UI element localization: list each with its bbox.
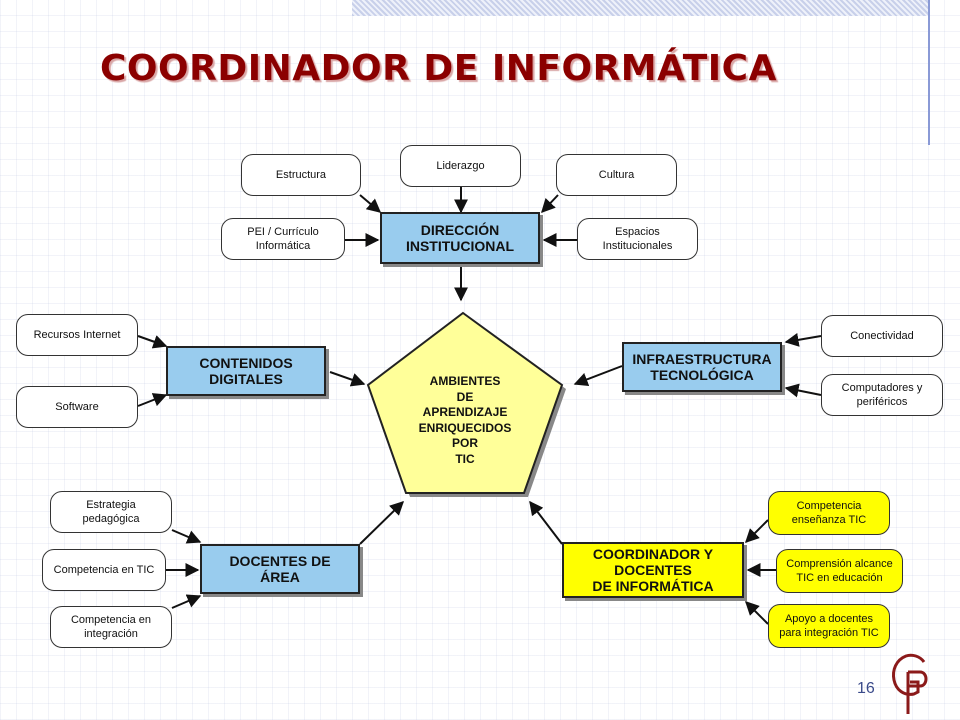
arrow-recursos	[137, 335, 168, 349]
page-number: 16	[857, 680, 875, 697]
arrow-competencia-ensenanza	[745, 519, 769, 543]
arrow-computadores	[784, 383, 822, 398]
node-competencia-ensenanza-tic: Competencia enseñanza TIC	[768, 491, 890, 535]
node-liderazgo: Liderazgo	[400, 145, 521, 187]
arrow-estructura	[359, 194, 382, 213]
arrow-estrategia	[171, 529, 202, 544]
node-estrategia-pedagogica: Estrategia pedagógica	[50, 491, 172, 533]
node-cultura: Cultura	[556, 154, 677, 196]
arrow-infraestructura-center	[573, 365, 623, 387]
node-comprension-alcance-tic: Comprensión alcance TIC en educación	[776, 549, 903, 593]
arrow-conectividad	[784, 332, 822, 347]
center-label: AMBIENTES DE APRENDIZAJE ENRIQUECIDOS PO…	[418, 374, 512, 466]
node-conectividad: Conectividad	[821, 315, 943, 357]
header-band	[352, 0, 930, 16]
hub-direccion-institucional: DIRECCIÓN INSTITUCIONAL	[380, 212, 540, 264]
node-apoyo-a-docentes: Apoyo a docentes para integración TIC	[768, 604, 890, 648]
arrow-coordinador-center	[529, 500, 563, 545]
node-espacios-institucionales: Espacios Institucionales	[577, 218, 698, 260]
arrow-competencia-integracion	[171, 594, 202, 609]
hub-contenidos-digitales: CONTENIDOS DIGITALES	[166, 346, 326, 396]
arrow-apoyo	[745, 601, 769, 625]
node-software: Software	[16, 386, 138, 428]
header-rule	[928, 0, 930, 145]
hub-docentes-de-area: DOCENTES DE ÁREA	[200, 544, 360, 594]
gp-monogram-logo-icon	[892, 653, 928, 714]
hub-coordinador-docentes-informatica: COORDINADOR Y DOCENTES DE INFORMÁTICA	[562, 542, 744, 598]
node-computadores-perifericos: Computadores y periféricos	[821, 374, 943, 416]
arrow-contenidos-center	[329, 371, 366, 387]
center-pentagon	[366, 311, 564, 494]
slide-title: COORDINADOR DE INFORMÁTICA	[100, 48, 777, 89]
node-competencia-en-tic: Competencia en TIC	[42, 549, 166, 591]
arrow-docentes-center	[359, 501, 405, 545]
node-competencia-en-integracion: Competencia en integración	[50, 606, 172, 648]
arrow-software	[137, 393, 168, 407]
arrow-cultura	[541, 194, 559, 214]
node-recursos-internet: Recursos Internet	[16, 314, 138, 356]
hub-infraestructura-tecnologica: INFRAESTRUCTURA TECNOLÓGICA	[622, 342, 782, 392]
node-estructura: Estructura	[241, 154, 361, 196]
node-pei-curriculo: PEI / Currículo Informática	[221, 218, 345, 260]
